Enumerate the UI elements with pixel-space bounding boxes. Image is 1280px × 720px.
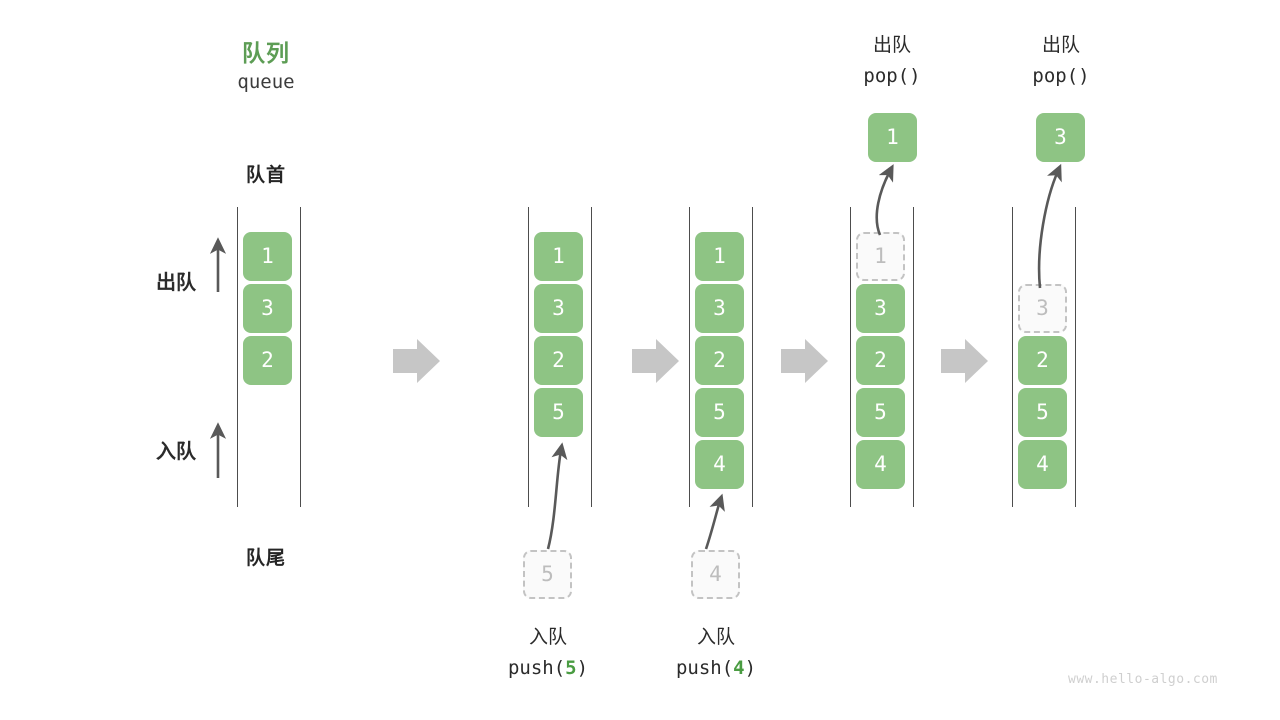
rear-label: 队尾 (245, 548, 286, 569)
cell-value: 4 (1036, 452, 1049, 476)
code-argument: 4 (733, 657, 745, 679)
queue-cell: 4 (856, 440, 905, 489)
rail-right (591, 207, 592, 507)
queue-cell: 2 (534, 336, 583, 385)
dequeue-side-label: 出队 (156, 272, 196, 294)
cell-value: 4 (713, 452, 726, 476)
pop-3-header-cn: 出队 (1041, 35, 1080, 56)
cell-value: 2 (261, 348, 274, 372)
transition-arrow-3 (781, 339, 828, 383)
cell-value: 2 (1036, 348, 1049, 372)
queue-title-en: queue (237, 71, 295, 93)
code-argument: 5 (565, 657, 577, 679)
queue-cell: 3 (243, 284, 292, 333)
queue-cell: 2 (1018, 336, 1067, 385)
queue-cell: 3 (695, 284, 744, 333)
cell-value: 2 (713, 348, 726, 372)
cell-value: 3 (261, 296, 274, 320)
popped-cell: 3 (1036, 113, 1085, 162)
cell-value: 5 (541, 562, 554, 586)
cell-value: 2 (552, 348, 565, 372)
push-4-caption-cn: 入队 (696, 627, 735, 648)
queue-cell: 4 (1018, 440, 1067, 489)
popped-cell: 1 (868, 113, 917, 162)
rail-left (528, 207, 529, 507)
rail-left (237, 207, 238, 507)
cell-value: 3 (713, 296, 726, 320)
cell-value: 3 (1054, 125, 1067, 149)
queue-cell: 1 (695, 232, 744, 281)
rail-right (913, 207, 914, 507)
queue-cell: 4 (695, 440, 744, 489)
cell-value: 5 (874, 400, 887, 424)
code-suffix: ) (576, 657, 589, 679)
cell-value: 5 (552, 400, 565, 424)
transition-arrow-1 (393, 339, 440, 383)
code-prefix: push( (507, 657, 566, 679)
queue-cell: 1 (243, 232, 292, 281)
cell-value: 1 (874, 244, 887, 268)
queue-title-cn: 队列 (242, 40, 290, 66)
enqueue-side-label: 入队 (156, 441, 196, 463)
queue-cell: 5 (534, 388, 583, 437)
queue-cell: 3 (534, 284, 583, 333)
queue-cell: 5 (695, 388, 744, 437)
queue-cell: 5 (856, 388, 905, 437)
code-prefix: push( (675, 657, 734, 679)
panel-push-5: 1 3 2 5 (528, 207, 592, 507)
cell-value: 1 (886, 125, 899, 149)
rail-left (689, 207, 690, 507)
incoming-ghost-cell: 5 (523, 550, 572, 599)
pop-1-header-cn: 出队 (872, 35, 911, 56)
rail-right (300, 207, 301, 507)
panel-pop-1: 1 3 2 5 4 (850, 207, 914, 507)
watermark: www.hello-algo.com (1068, 672, 1218, 687)
code-suffix: ) (744, 657, 757, 679)
cell-value: 1 (552, 244, 565, 268)
queue-cell-ghost: 3 (1018, 284, 1067, 333)
front-label: 队首 (245, 165, 286, 186)
incoming-ghost-cell: 4 (691, 550, 740, 599)
cell-value: 2 (874, 348, 887, 372)
cell-value: 1 (261, 244, 274, 268)
pop-3-header-code: pop() (1032, 65, 1090, 87)
push-4-caption-code: push(4) (636, 657, 796, 679)
queue-cell: 2 (243, 336, 292, 385)
cell-value: 4 (709, 562, 722, 586)
rail-left (850, 207, 851, 507)
push-4-arrow (704, 493, 725, 550)
push-5-caption-code: push(5) (468, 657, 628, 679)
cell-value: 5 (713, 400, 726, 424)
cell-value: 1 (713, 244, 726, 268)
push-5-caption-cn: 入队 (528, 627, 567, 648)
cell-value: 3 (1036, 296, 1049, 320)
queue-cell: 3 (856, 284, 905, 333)
cell-value: 4 (874, 452, 887, 476)
panel-push-4: 1 3 2 5 4 (689, 207, 753, 507)
rail-left (1012, 207, 1013, 507)
cell-value: 3 (552, 296, 565, 320)
cell-value: 5 (1036, 400, 1049, 424)
cell-value: 3 (874, 296, 887, 320)
rail-right (1075, 207, 1076, 507)
transition-arrow-4 (941, 339, 988, 383)
rail-right (752, 207, 753, 507)
queue-cell: 2 (695, 336, 744, 385)
panel-pop-3: 3 2 5 4 (1012, 207, 1076, 507)
queue-cell: 1 (534, 232, 583, 281)
panel-initial: 1 3 2 (237, 207, 301, 507)
pop-1-header-code: pop() (863, 65, 921, 87)
queue-cell: 5 (1018, 388, 1067, 437)
queue-cell-ghost: 1 (856, 232, 905, 281)
queue-cell: 2 (856, 336, 905, 385)
transition-arrow-2 (632, 339, 679, 383)
